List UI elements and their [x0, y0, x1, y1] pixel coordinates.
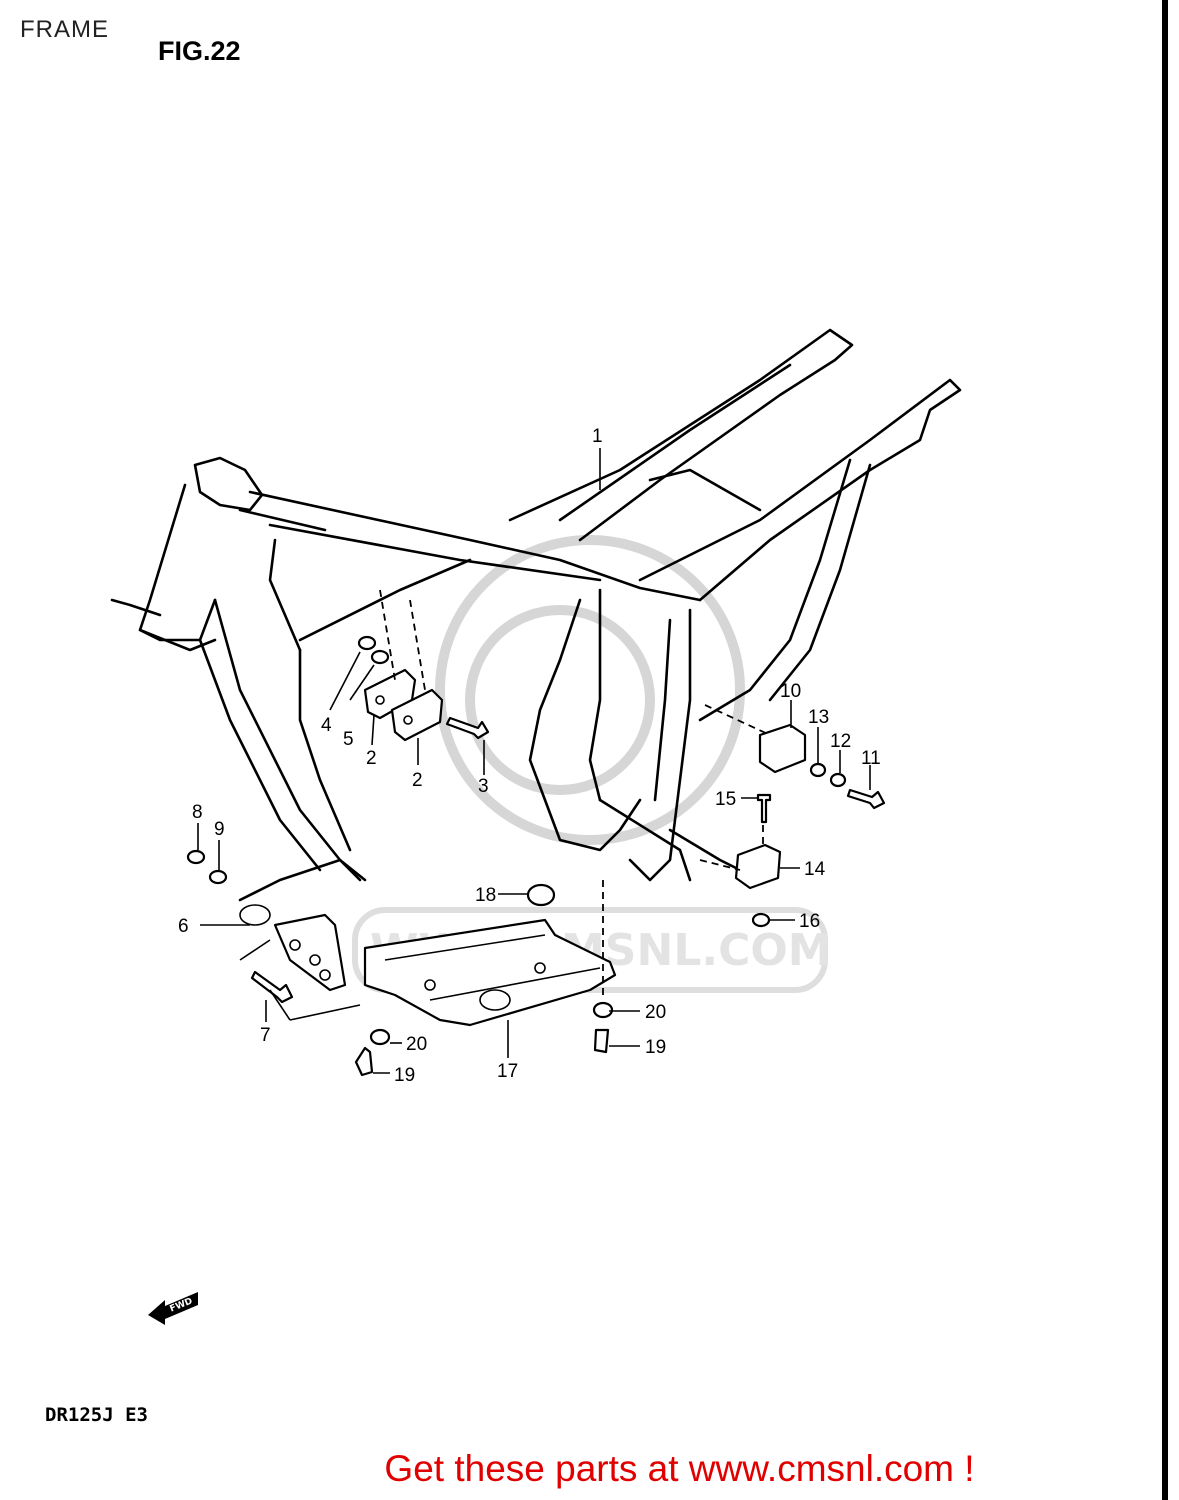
callout-19b: 19 [645, 1037, 666, 1058]
model-label: DR125J E3 [45, 1404, 148, 1426]
nut-4-5 [357, 635, 390, 665]
rubber-18 [526, 883, 556, 907]
bolt-19-washer-20-left [354, 1028, 391, 1077]
cushion-14 [734, 843, 782, 890]
callout-13: 13 [808, 707, 829, 728]
assembly-lines [239, 589, 771, 1021]
nut-16 [751, 912, 771, 928]
callout-3: 3 [478, 776, 489, 797]
bolt-11 [846, 788, 886, 810]
callout-4: 4 [321, 715, 332, 736]
callout-11: 11 [861, 748, 881, 769]
callout-numbers: 1 2 2 3 4 5 6 7 8 9 10 11 12 13 14 15 16… [178, 426, 881, 1086]
callout-5: 5 [343, 729, 354, 750]
engine-mount-plates [363, 668, 444, 742]
callout-8: 8 [192, 802, 203, 823]
callout-19a: 19 [394, 1065, 415, 1086]
bolt-3 [445, 716, 490, 740]
callout-16: 16 [799, 911, 820, 932]
callout-9: 9 [214, 819, 225, 840]
page-title: FRAME [20, 16, 109, 43]
callout-6: 6 [178, 916, 189, 937]
fwd-arrow-icon: FWD [148, 1292, 198, 1325]
skid-plate-17 [363, 918, 617, 1027]
callout-1: 1 [592, 426, 603, 447]
leader-lines [197, 448, 871, 1074]
callout-15: 15 [715, 789, 736, 810]
front-bracket-6 [250, 913, 347, 1004]
nuts-8-9 [186, 849, 228, 885]
callout-12: 12 [830, 731, 851, 752]
right-border-rule [1162, 0, 1168, 1500]
figure-label: FIG.22 [158, 36, 241, 66]
callout-2b: 2 [412, 770, 423, 791]
callout-17: 17 [497, 1061, 518, 1082]
bolt-15 [756, 793, 772, 824]
callout-7: 7 [260, 1025, 271, 1046]
callout-10: 10 [780, 681, 801, 702]
callout-20b: 20 [645, 1002, 666, 1023]
footer-link[interactable]: Get these parts at www.cmsnl.com ! [384, 1448, 975, 1489]
callout-18: 18 [475, 885, 496, 906]
bolt-19-washer-20-right [592, 1001, 614, 1054]
callout-20a: 20 [406, 1034, 427, 1055]
callout-2a: 2 [366, 748, 377, 769]
main-frame [110, 328, 962, 926]
washers-12-13 [809, 762, 847, 788]
cushion-10 [758, 723, 807, 774]
callout-14: 14 [804, 859, 826, 880]
